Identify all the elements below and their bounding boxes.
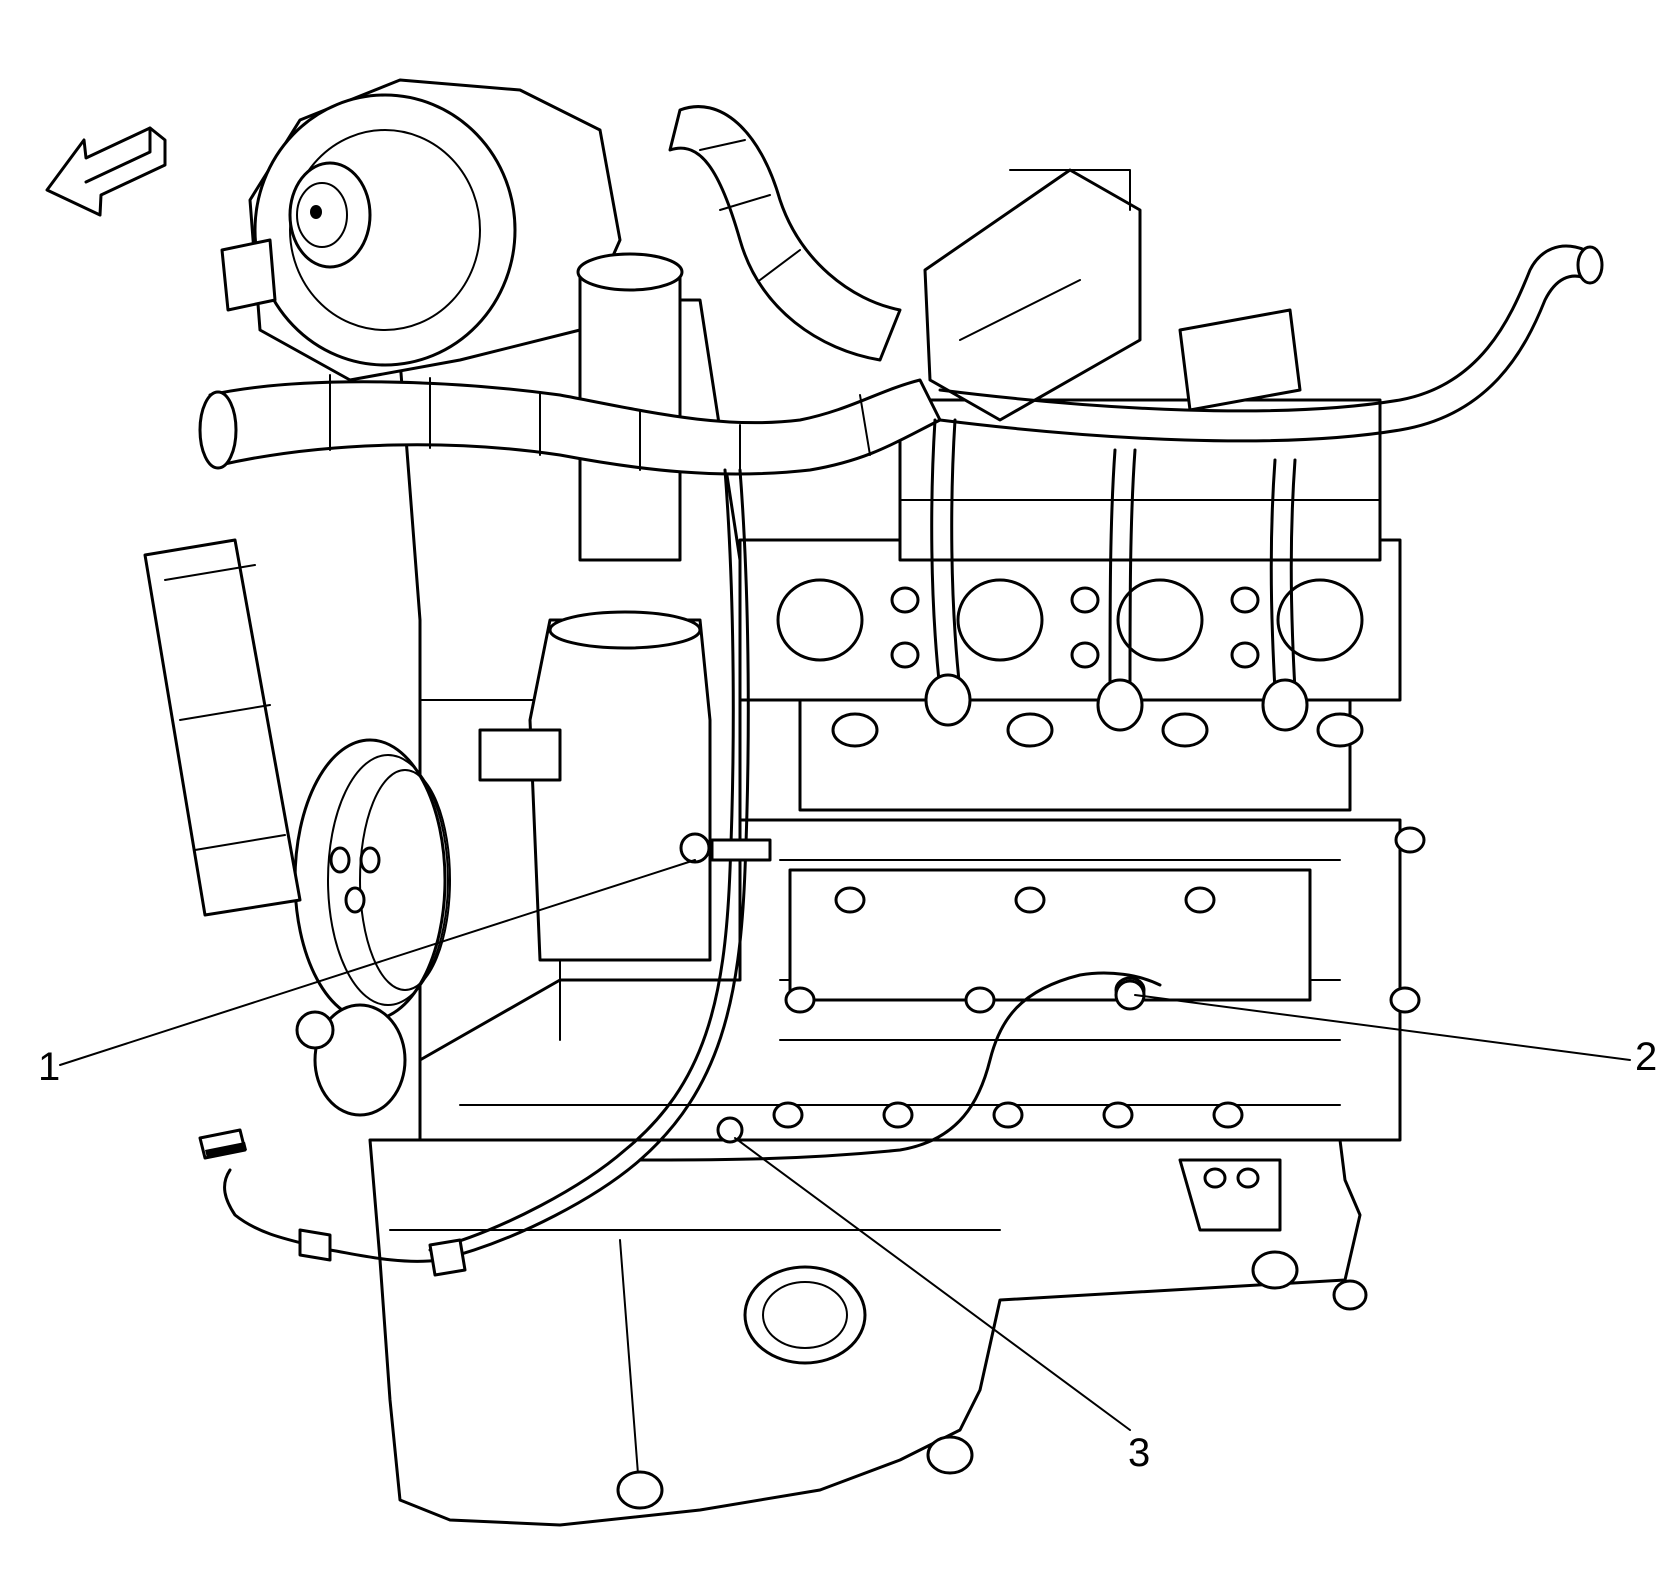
- callout-3: 3: [1128, 1431, 1150, 1475]
- callout-1: 1: [38, 1045, 60, 1089]
- front-arrow-icon: [45, 126, 167, 217]
- engine-outline: [143, 78, 1604, 1527]
- callout-2: 2: [1635, 1035, 1657, 1079]
- callout-leaders: [59, 859, 1631, 1431]
